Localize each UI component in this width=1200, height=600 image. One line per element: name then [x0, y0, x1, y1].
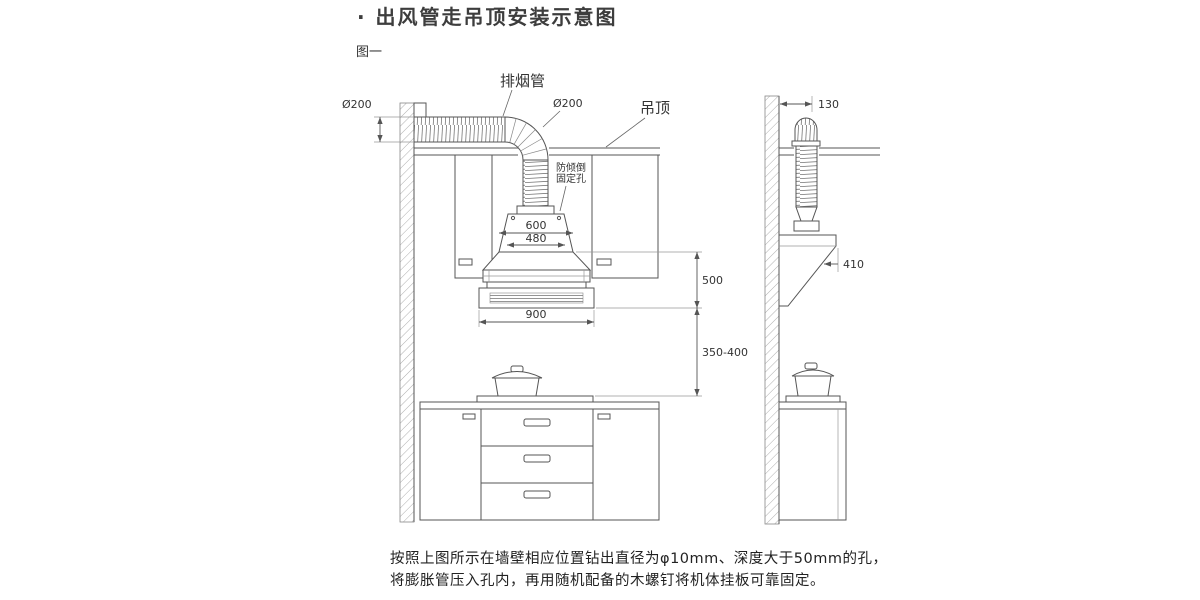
- duct-elbow-side: [794, 117, 818, 142]
- ceiling-side: [779, 147, 880, 156]
- dim-duct-right: Ø200: [553, 97, 583, 110]
- dim-410: 410: [843, 258, 864, 271]
- note-line-1: 按照上图所示在墙壁相应位置钻出直径为φ10mm、深度大于50mm的孔，: [390, 549, 887, 567]
- dim-480: 480: [526, 232, 547, 245]
- dim-350-400: 350-400: [702, 346, 748, 359]
- lower-cabinet-front: [419, 408, 660, 521]
- pot-lid: [491, 371, 543, 379]
- front-view: 排烟管 吊顶 防倾倒 固定孔 Ø200 Ø200 600 480 900 500…: [342, 72, 748, 523]
- duct-elbow-corrugation: [509, 118, 547, 156]
- anti-tip-label-2: 固定孔: [556, 172, 586, 185]
- dim-600: 600: [526, 219, 547, 232]
- pot-lid-side: [791, 369, 835, 377]
- ceiling-label: 吊顶: [640, 99, 670, 117]
- duct-vertical-side: [795, 145, 818, 208]
- dim-duct-right-leader: [542, 110, 561, 128]
- countertop-side: [778, 401, 847, 410]
- wall-hatch-side: [764, 95, 780, 525]
- dim-130: 130: [818, 98, 839, 111]
- pot-side: [791, 362, 835, 397]
- dim-900: 900: [526, 308, 547, 321]
- duct-wall-bracket: [413, 102, 427, 118]
- exhaust-pipe-label: 排烟管: [500, 72, 545, 90]
- anti-tip-leader: [559, 185, 567, 212]
- drawer-handle-2: [523, 454, 551, 463]
- drawer-handle-1: [523, 418, 551, 427]
- lower-cabinet-side: [778, 408, 847, 521]
- anti-tip-hole-left: [510, 215, 516, 221]
- upper-cabinet-right-handle: [596, 258, 612, 266]
- duct-flange-side: [791, 140, 821, 147]
- pot-front: [491, 365, 543, 397]
- pot-body: [494, 377, 540, 397]
- cooktop-front: [476, 395, 594, 403]
- countertop-front: [419, 401, 660, 410]
- side-view: 130 410: [764, 95, 880, 525]
- ceiling-leader: [605, 117, 646, 148]
- exhaust-pipe-leader: [502, 89, 513, 117]
- upper-cabinet-left-handle: [458, 258, 473, 266]
- hood-vent-grille: [489, 292, 584, 304]
- cooktop-side: [785, 395, 841, 403]
- duct-collar: [516, 205, 555, 215]
- drawer-handle-3: [523, 490, 551, 499]
- anti-tip-label-1: 防倾倒: [556, 161, 586, 174]
- pot-lid-knob-side: [804, 362, 818, 370]
- note-line-2: 将膨胀管压入孔内，再用随机配备的木螺钉将机体挂板可靠固定。: [390, 571, 825, 589]
- duct-reducer-side: [795, 206, 818, 222]
- wall-hatch-front: [399, 102, 415, 523]
- dim-500: 500: [702, 274, 723, 287]
- duct-vertical: [522, 159, 549, 207]
- duct-collar-side: [793, 220, 820, 232]
- pot-body-side: [794, 375, 832, 397]
- duct-horizontal: [413, 116, 506, 143]
- figure-label: 图一: [356, 45, 382, 60]
- door-handle-right: [597, 413, 611, 420]
- door-handle-left: [462, 413, 476, 420]
- anti-tip-hole-right: [556, 215, 562, 221]
- hood-profile-side: [778, 234, 837, 307]
- hood-shoulder: [481, 251, 592, 271]
- upper-cabinet-left: [454, 154, 493, 279]
- page-title: · 出风管走吊顶安装示意图: [357, 5, 618, 29]
- dim-duct-left: Ø200: [342, 98, 372, 111]
- upper-cabinet-right: [591, 154, 659, 279]
